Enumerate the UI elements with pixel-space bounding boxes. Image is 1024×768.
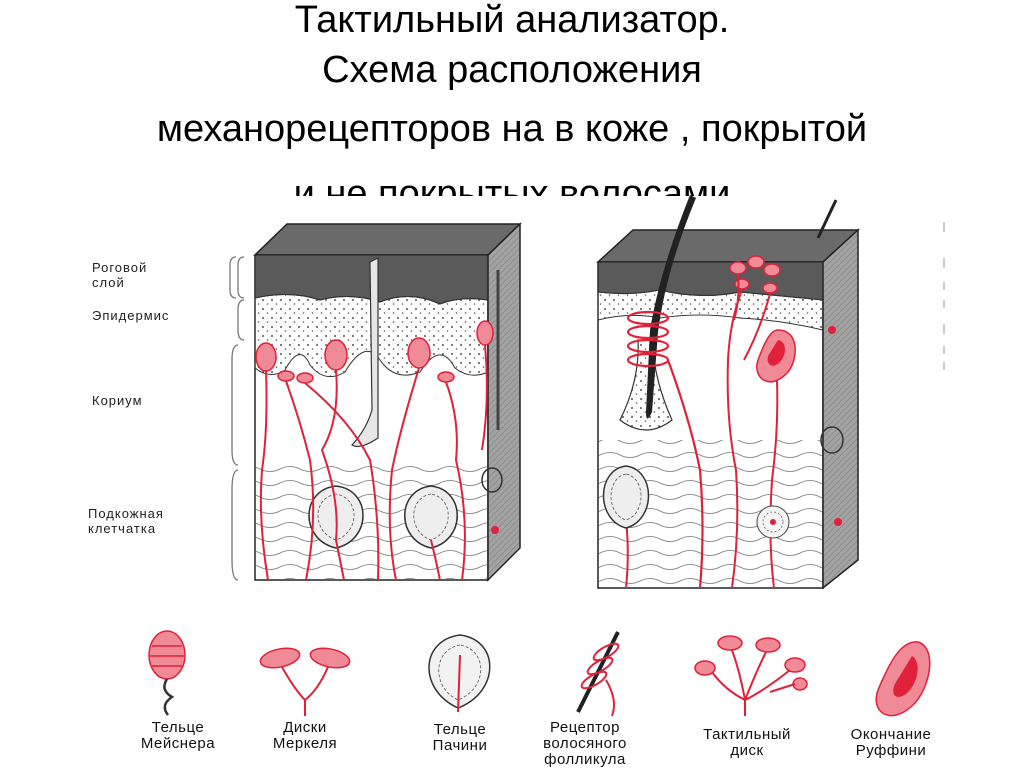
right-block-side [822,228,859,590]
meissner-corpuscle [324,339,348,371]
caption-ruffini: Окончание Руффини [850,726,932,759]
merkel-disc [277,370,295,382]
ruffini-icon [875,641,931,717]
ruffini-ending-core [767,340,785,366]
slide-title: Тактильный анализатор. Схема расположени… [0,0,1024,196]
label-epidermis: Эпидермис [92,308,170,323]
sweat-duct [351,257,379,448]
label-corium: Кориум [92,393,143,408]
label-subcutis: Подкожная клетчатка [88,506,164,536]
hair-follicle-receptor-coil [626,310,704,589]
title-line-2: Схема расположения [322,49,702,91]
left-nerve-fibers [259,344,488,581]
caption-tactile-disc: Тактильный диск [703,726,791,759]
left-block-side [487,222,521,582]
label-horny-layer: Роговой слой [92,260,148,290]
layer-brackets [229,256,245,581]
tactile-disc-icon [694,635,808,716]
hair-follicle-icon [576,631,620,717]
pacinian-corpuscle [602,465,650,529]
meissner-corpuscle [476,320,494,346]
meissner-corpuscle [407,337,431,369]
meissner-icon [148,630,186,716]
title-line-1: Тактильный анализатор. [294,0,730,41]
merkel-disc [296,372,314,384]
merkel-icon [259,647,351,716]
caption-pacini: Тельце Пачини [432,721,488,754]
left-block-top [253,223,522,256]
hair-shaft [646,195,696,419]
caption-merkel: Диски Меркеля [272,719,338,752]
left-skin-block [253,222,522,582]
hair-follicle [619,339,673,431]
caption-hair-follicle: Рецептор волосяного фолликула [543,719,627,768]
title-line-3: механорецепторов на в коже , покрытой [156,108,868,150]
meissner-corpuscle [255,342,277,372]
caption-meissner: Тельце Мейснера [140,719,216,752]
right-skin-block [596,195,860,590]
pacini-icon [428,634,491,713]
title-line-4: и не покрытых волосами [293,173,731,196]
merkel-disc [437,371,455,383]
